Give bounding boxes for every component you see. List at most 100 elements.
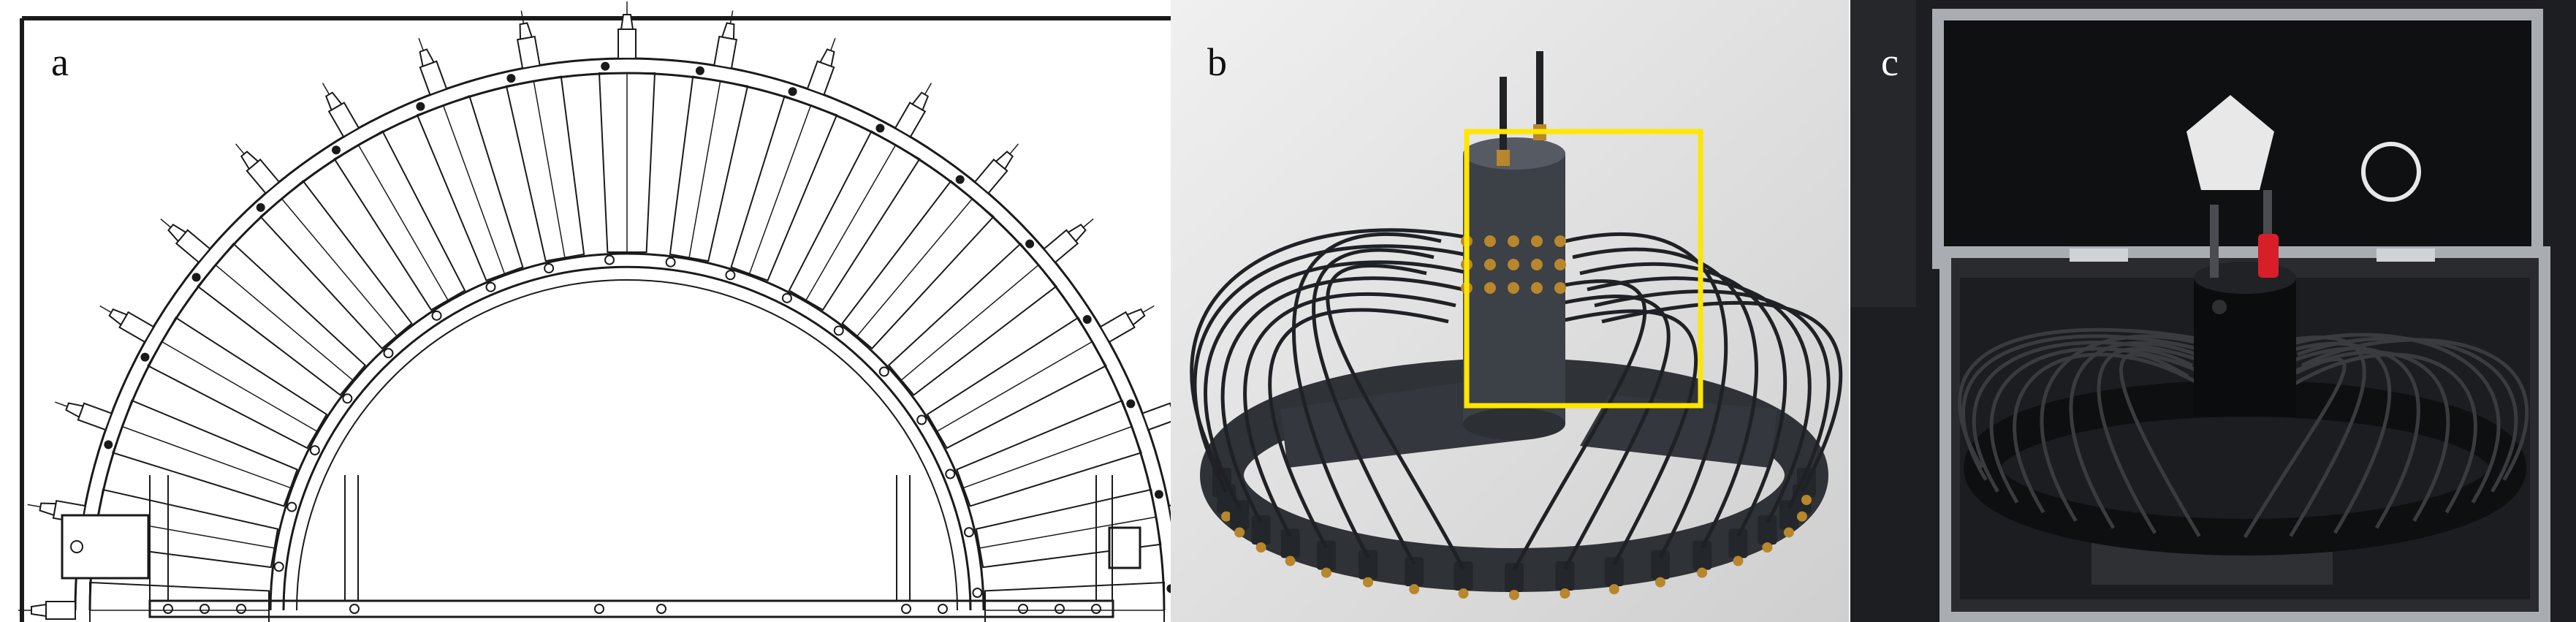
connector-pin — [1082, 218, 1094, 228]
ring-connector — [1697, 567, 1708, 578]
right-mount-block — [1108, 526, 1141, 569]
sensor-cable — [1326, 264, 1465, 570]
connector-pin — [520, 10, 525, 24]
hub-connector — [1508, 259, 1519, 270]
sensor-cable — [1557, 309, 1698, 566]
red-terminal — [2258, 234, 2279, 278]
connector-nub — [418, 37, 448, 96]
panel-photo: c — [1850, 0, 2576, 622]
technical-drawing — [18, 1, 1175, 622]
connector-pin — [418, 37, 424, 51]
inner-bolt — [725, 270, 736, 281]
sensor-cable — [1312, 248, 1435, 566]
sensor-cable — [1565, 232, 1728, 558]
connector-tip — [519, 22, 533, 40]
hub-connector — [1508, 235, 1519, 247]
ring-connector — [1458, 588, 1469, 599]
sensor-cable — [2013, 352, 2207, 514]
case-latch — [2070, 249, 2128, 262]
ring-connector — [1321, 567, 1331, 578]
inner-bolt — [544, 263, 555, 274]
ring-sensor — [1555, 561, 1575, 591]
ring-sensor — [1359, 550, 1378, 580]
connector-pin — [235, 143, 245, 155]
panel-label-a: a — [51, 40, 69, 84]
sensor-slot — [730, 95, 838, 281]
ring-sensor — [1505, 563, 1524, 592]
inner-bolt — [273, 561, 284, 572]
ring-sensor — [1405, 557, 1424, 587]
sensor-cable — [2283, 350, 2450, 523]
sensor-slot — [669, 75, 749, 262]
connector-tip — [818, 48, 835, 68]
hub-connector — [1484, 259, 1496, 270]
sensor-slot — [956, 399, 1142, 507]
connector-tip — [911, 91, 930, 111]
connector-pin — [160, 218, 172, 228]
connector-nub — [713, 10, 738, 69]
ring-sensor — [1280, 528, 1300, 558]
ring-connector — [1409, 584, 1420, 595]
connector-tip — [721, 22, 735, 40]
base-bolt-hole — [938, 604, 948, 614]
sensor-cable — [1587, 276, 1812, 524]
inner-bolt — [604, 254, 615, 265]
slot-center-line — [856, 198, 973, 337]
highlight-box — [1464, 129, 1703, 409]
outer-bolt — [331, 145, 341, 155]
outer-bolt — [875, 124, 885, 133]
base-bolt-hole — [656, 604, 666, 614]
inner-arc-outer — [269, 252, 985, 611]
sensor-cable — [2069, 341, 2197, 529]
render-illustration — [1171, 0, 1849, 622]
panel-label-c: c — [1881, 40, 1899, 84]
sensor-slot — [926, 316, 1107, 450]
outer-bolt — [256, 202, 265, 212]
background-cloth — [1850, 0, 1916, 307]
outer-bolt — [695, 66, 704, 75]
inner-bolt — [665, 257, 676, 268]
inner-bolt — [383, 348, 394, 359]
sensor-cable — [1268, 308, 1449, 549]
connector-nub — [618, 1, 637, 59]
sensor-slot — [788, 130, 921, 311]
outer-bolt — [955, 175, 965, 184]
sensor-cable — [1958, 327, 2224, 469]
inner-bolt — [781, 292, 792, 303]
sensor-slot — [112, 399, 298, 507]
sensor-cable — [1291, 232, 1442, 558]
sensor-cable — [1961, 334, 2219, 481]
hub-connector — [1531, 259, 1543, 270]
ring-connector — [1733, 555, 1744, 566]
inner-bolt — [916, 414, 927, 425]
inner-arc — [282, 265, 972, 611]
connector-body — [713, 35, 738, 69]
inner-bolt — [833, 325, 844, 336]
connector-tip — [419, 48, 436, 68]
sensor-slot — [841, 180, 995, 350]
panel-3d-render: b — [1171, 0, 1849, 622]
base-bolt-hole — [236, 604, 246, 614]
sensor-slot — [598, 72, 656, 253]
sensor-cable — [1572, 247, 1758, 549]
connector-tip — [1126, 308, 1146, 326]
lid-logo-left — [2186, 95, 2274, 190]
connector-body — [1168, 499, 1175, 524]
slot-center-line — [979, 516, 1156, 549]
connector-tip — [324, 91, 343, 111]
sensor-slot — [333, 130, 466, 311]
base-bolt-hole — [1091, 604, 1101, 614]
sensor-cable — [2292, 333, 2501, 504]
antenna-rod — [1500, 77, 1507, 157]
sensor-cable — [1204, 260, 1471, 509]
inner-bolt — [485, 281, 496, 292]
connector-pin — [1142, 305, 1155, 314]
hub-connector — [1484, 235, 1496, 247]
base-plate — [148, 599, 1114, 618]
slot-center-line — [122, 425, 291, 489]
ring-sensor — [1728, 528, 1748, 558]
connector-body — [618, 29, 637, 59]
ring-connector — [1762, 542, 1773, 553]
ring-sensor — [1604, 557, 1624, 587]
connector-pin — [99, 305, 112, 314]
